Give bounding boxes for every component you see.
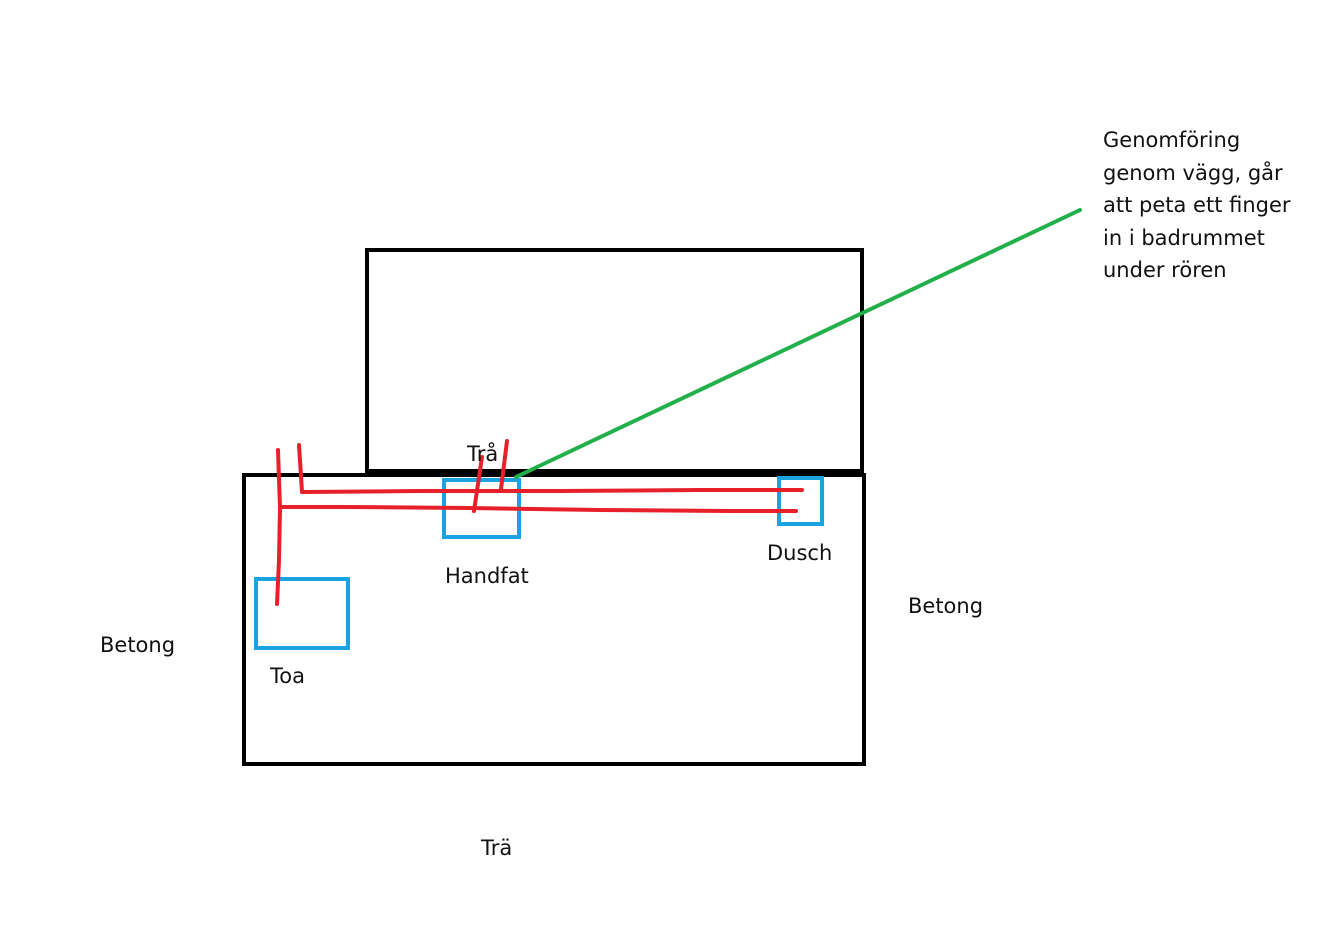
note-line: genom vägg, går bbox=[1103, 160, 1283, 185]
label-handfat: Handfat bbox=[445, 564, 529, 588]
pipe-handfat-riser-right bbox=[499, 439, 509, 491]
note-line: in i badrummet bbox=[1103, 225, 1265, 250]
toa-fixture bbox=[254, 577, 350, 650]
pipe-toa-riser bbox=[275, 448, 282, 606]
label-tra-top: Trå bbox=[467, 442, 499, 466]
note-line: under rören bbox=[1103, 258, 1227, 282]
dusch-fixture bbox=[777, 476, 824, 526]
wall-penetration-pointer bbox=[514, 208, 1082, 479]
pipe-left-stub bbox=[297, 443, 304, 494]
label-toa: Toa bbox=[270, 664, 305, 688]
pipe-lower-run bbox=[279, 505, 798, 513]
label-betong-left: Betong bbox=[100, 633, 176, 657]
label-tra-bottom: Trä bbox=[481, 836, 513, 860]
note-line: Genomföring bbox=[1103, 128, 1241, 152]
label-dusch: Dusch bbox=[767, 541, 833, 565]
upper-room-outline bbox=[365, 248, 864, 473]
bathroom-outline bbox=[242, 473, 866, 766]
wall-penetration-note: Genomföring genom vägg, går att peta ett… bbox=[1103, 124, 1291, 287]
note-line: att peta ett finger bbox=[1103, 193, 1291, 217]
label-betong-right: Betong bbox=[908, 594, 984, 618]
pipe-handfat-riser-left bbox=[472, 455, 484, 513]
pipe-upper-run bbox=[300, 488, 804, 494]
pipes bbox=[275, 439, 804, 606]
